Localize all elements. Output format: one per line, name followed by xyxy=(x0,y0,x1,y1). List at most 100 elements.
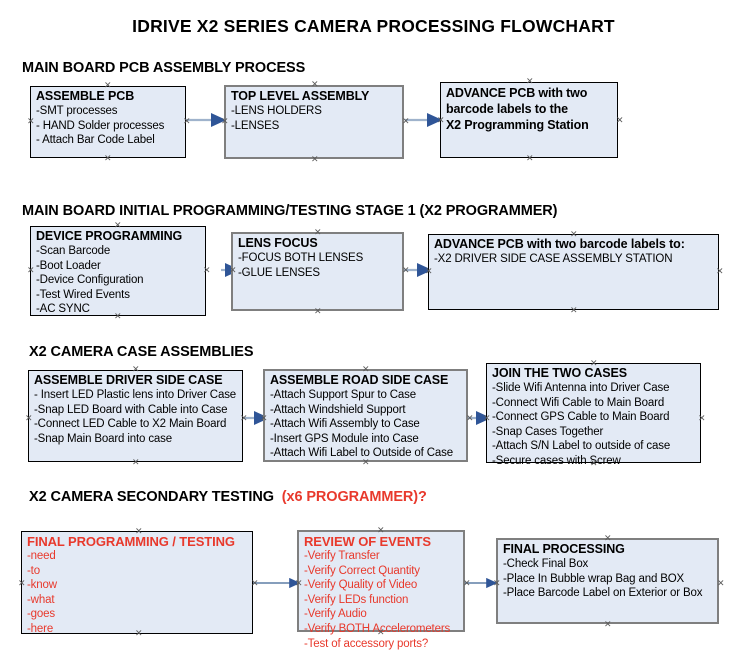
handle-marker[interactable]: ✕ xyxy=(570,305,578,315)
node-line: -Attach Wifi Label to Outside of Case xyxy=(270,447,454,460)
node-line: -Insert GPS Module into Case xyxy=(270,432,419,445)
handle-marker[interactable]: ✕ xyxy=(314,306,322,316)
node-line: -Verify BOTH Accelerometers xyxy=(304,622,451,635)
handle-marker[interactable]: ✕ xyxy=(402,265,410,275)
node-title: ASSEMBLE PCB xyxy=(36,89,135,103)
handle-marker[interactable]: ✕ xyxy=(616,115,624,125)
node-device-programming[interactable]: DEVICE PROGRAMMING -Scan Barcode -Boot L… xyxy=(30,226,206,316)
handle-marker[interactable]: ✕ xyxy=(295,578,303,588)
node-line: -Device Configuration xyxy=(36,274,144,287)
handle-marker[interactable]: ✕ xyxy=(493,578,501,588)
node-review-of-events[interactable]: REVIEW OF EVENTS -Verify Transfer -Verif… xyxy=(297,530,465,650)
node-line: -SMT processes xyxy=(36,105,118,117)
handle-marker[interactable]: ✕ xyxy=(314,227,322,237)
node-line: -Test of accessory ports? xyxy=(304,637,429,650)
node-line: -AC SYNC xyxy=(36,303,90,316)
section-title-secondary-testing: X2 CAMERA SECONDARY TESTING (x6 PROGRAMM… xyxy=(29,489,427,505)
handle-marker[interactable]: ✕ xyxy=(251,578,259,588)
handle-marker[interactable]: ✕ xyxy=(377,627,385,637)
handle-marker[interactable]: ✕ xyxy=(526,153,534,163)
handle-marker[interactable]: ✕ xyxy=(463,578,471,588)
handle-marker[interactable]: ✕ xyxy=(260,413,268,423)
node-line: -LENS HOLDERS xyxy=(231,105,322,117)
handle-marker[interactable]: ✕ xyxy=(183,116,191,126)
node-title: REVIEW OF EVENTS xyxy=(304,534,431,549)
node-advance-pcb-driver-side[interactable]: ADVANCE PCB with two barcode labels to: … xyxy=(428,234,719,310)
node-title: TOP LEVEL ASSEMBLY xyxy=(231,89,370,103)
handle-marker[interactable]: ✕ xyxy=(377,525,385,535)
page-title: IDRIVE X2 SERIES CAMERA PROCESSING FLOWC… xyxy=(132,16,615,36)
section-title-text: MAIN BOARD PCB ASSEMBLY PROCESS xyxy=(22,60,306,76)
handle-marker[interactable]: ✕ xyxy=(104,153,112,163)
node-line: barcode labels to the xyxy=(446,102,568,116)
node-line: -Verify Audio xyxy=(304,608,367,621)
node-line: -Check Final Box xyxy=(503,558,589,570)
handle-marker[interactable]: ✕ xyxy=(25,413,33,423)
node-line: -to xyxy=(27,564,40,577)
node-assemble-driver-side-case[interactable]: ASSEMBLE DRIVER SIDE CASE - Insert LED P… xyxy=(28,370,243,462)
node-advance-pcb-programming-station[interactable]: ADVANCE PCB with two barcode labels to t… xyxy=(440,82,618,158)
handle-marker[interactable]: ✕ xyxy=(104,80,112,90)
handle-marker[interactable]: ✕ xyxy=(483,413,491,423)
handle-marker[interactable]: ✕ xyxy=(135,526,143,536)
handle-marker[interactable]: ✕ xyxy=(604,533,612,543)
node-final-processing[interactable]: FINAL PROCESSING -Check Final Box -Place… xyxy=(496,538,719,624)
section-title-text: X2 CAMERA SECONDARY TESTING xyxy=(29,489,274,505)
handle-marker[interactable]: ✕ xyxy=(221,116,229,126)
handle-marker[interactable]: ✕ xyxy=(698,413,706,423)
handle-marker[interactable]: ✕ xyxy=(437,115,445,125)
node-line: -GLUE LENSES xyxy=(238,266,320,279)
node-title: FINAL PROCESSING xyxy=(503,542,625,556)
node-lens-focus[interactable]: LENS FOCUS -FOCUS BOTH LENSES -GLUE LENS… xyxy=(231,232,404,311)
handle-marker[interactable]: ✕ xyxy=(18,578,26,588)
node-assemble-road-side-case[interactable]: ASSEMBLE ROAD SIDE CASE -Attach Support … xyxy=(263,369,468,462)
node-line: -Connect GPS Cable to Main Board xyxy=(492,411,670,424)
handle-marker[interactable]: ✕ xyxy=(604,619,612,629)
handle-marker[interactable]: ✕ xyxy=(526,76,534,86)
node-line: X2 Programming Station xyxy=(446,118,589,132)
node-title: ASSEMBLE DRIVER SIDE CASE xyxy=(34,373,223,387)
node-final-programming-testing[interactable]: FINAL PROGRAMMING / TESTING -need -to -k… xyxy=(21,531,253,635)
node-title: FINAL PROGRAMMING / TESTING xyxy=(27,534,235,549)
handle-marker[interactable]: ✕ xyxy=(229,265,237,275)
handle-marker[interactable]: ✕ xyxy=(362,457,370,467)
node-title: ASSEMBLE ROAD SIDE CASE xyxy=(270,373,449,387)
node-line: -LENSES xyxy=(231,119,280,132)
node-line: -Snap LED Board with Cable into Case xyxy=(34,403,228,416)
handle-marker[interactable]: ✕ xyxy=(27,265,35,275)
handle-marker[interactable]: ✕ xyxy=(716,266,724,276)
handle-marker[interactable]: ✕ xyxy=(425,266,433,276)
node-line: -FOCUS BOTH LENSES xyxy=(238,252,364,264)
handle-marker[interactable]: ✕ xyxy=(114,311,122,321)
handle-marker[interactable]: ✕ xyxy=(717,578,725,588)
handle-marker[interactable]: ✕ xyxy=(362,364,370,374)
handle-marker[interactable]: ✕ xyxy=(132,457,140,467)
node-line: -Place Barcode Label on Exterior or Box xyxy=(503,587,703,600)
handle-marker[interactable]: ✕ xyxy=(240,413,248,423)
node-line: ADVANCE PCB with two xyxy=(446,86,588,100)
handle-marker[interactable]: ✕ xyxy=(402,116,410,126)
handle-marker[interactable]: ✕ xyxy=(132,364,140,374)
handle-marker[interactable]: ✕ xyxy=(570,229,578,239)
handle-marker[interactable]: ✕ xyxy=(590,458,598,468)
node-line: -Attach Windshield Support xyxy=(270,403,406,416)
handle-marker[interactable]: ✕ xyxy=(203,265,211,275)
handle-marker[interactable]: ✕ xyxy=(135,628,143,638)
handle-marker[interactable]: ✕ xyxy=(311,79,319,89)
handle-marker[interactable]: ✕ xyxy=(466,413,474,423)
node-join-the-two-cases[interactable]: JOIN THE TWO CASES -Slide Wifi Antenna i… xyxy=(486,363,701,467)
node-line: -Verify LEDs function xyxy=(304,593,409,606)
node-assemble-pcb[interactable]: ASSEMBLE PCB -SMT processes - HAND Solde… xyxy=(30,86,186,158)
section-title-text: X2 CAMERA CASE ASSEMBLIES xyxy=(29,344,254,360)
handle-marker[interactable]: ✕ xyxy=(114,220,122,230)
node-line: -Scan Barcode xyxy=(36,245,111,257)
handle-marker[interactable]: ✕ xyxy=(311,154,319,164)
section-title-text: MAIN BOARD INITIAL PROGRAMMING/TESTING S… xyxy=(22,203,558,219)
node-top-level-assembly[interactable]: TOP LEVEL ASSEMBLY -LENS HOLDERS -LENSES xyxy=(224,85,404,159)
handle-marker[interactable]: ✕ xyxy=(590,358,598,368)
node-line: -X2 DRIVER SIDE CASE ASSEMBLY STATION xyxy=(434,253,673,265)
node-line: -Place In Bubble wrap Bag and BOX xyxy=(503,572,685,585)
handle-marker[interactable]: ✕ xyxy=(27,116,35,126)
node-line: -Connect LED Cable to X2 Main Board xyxy=(34,418,227,431)
node-line: - Attach Bar Code Label xyxy=(36,134,155,147)
